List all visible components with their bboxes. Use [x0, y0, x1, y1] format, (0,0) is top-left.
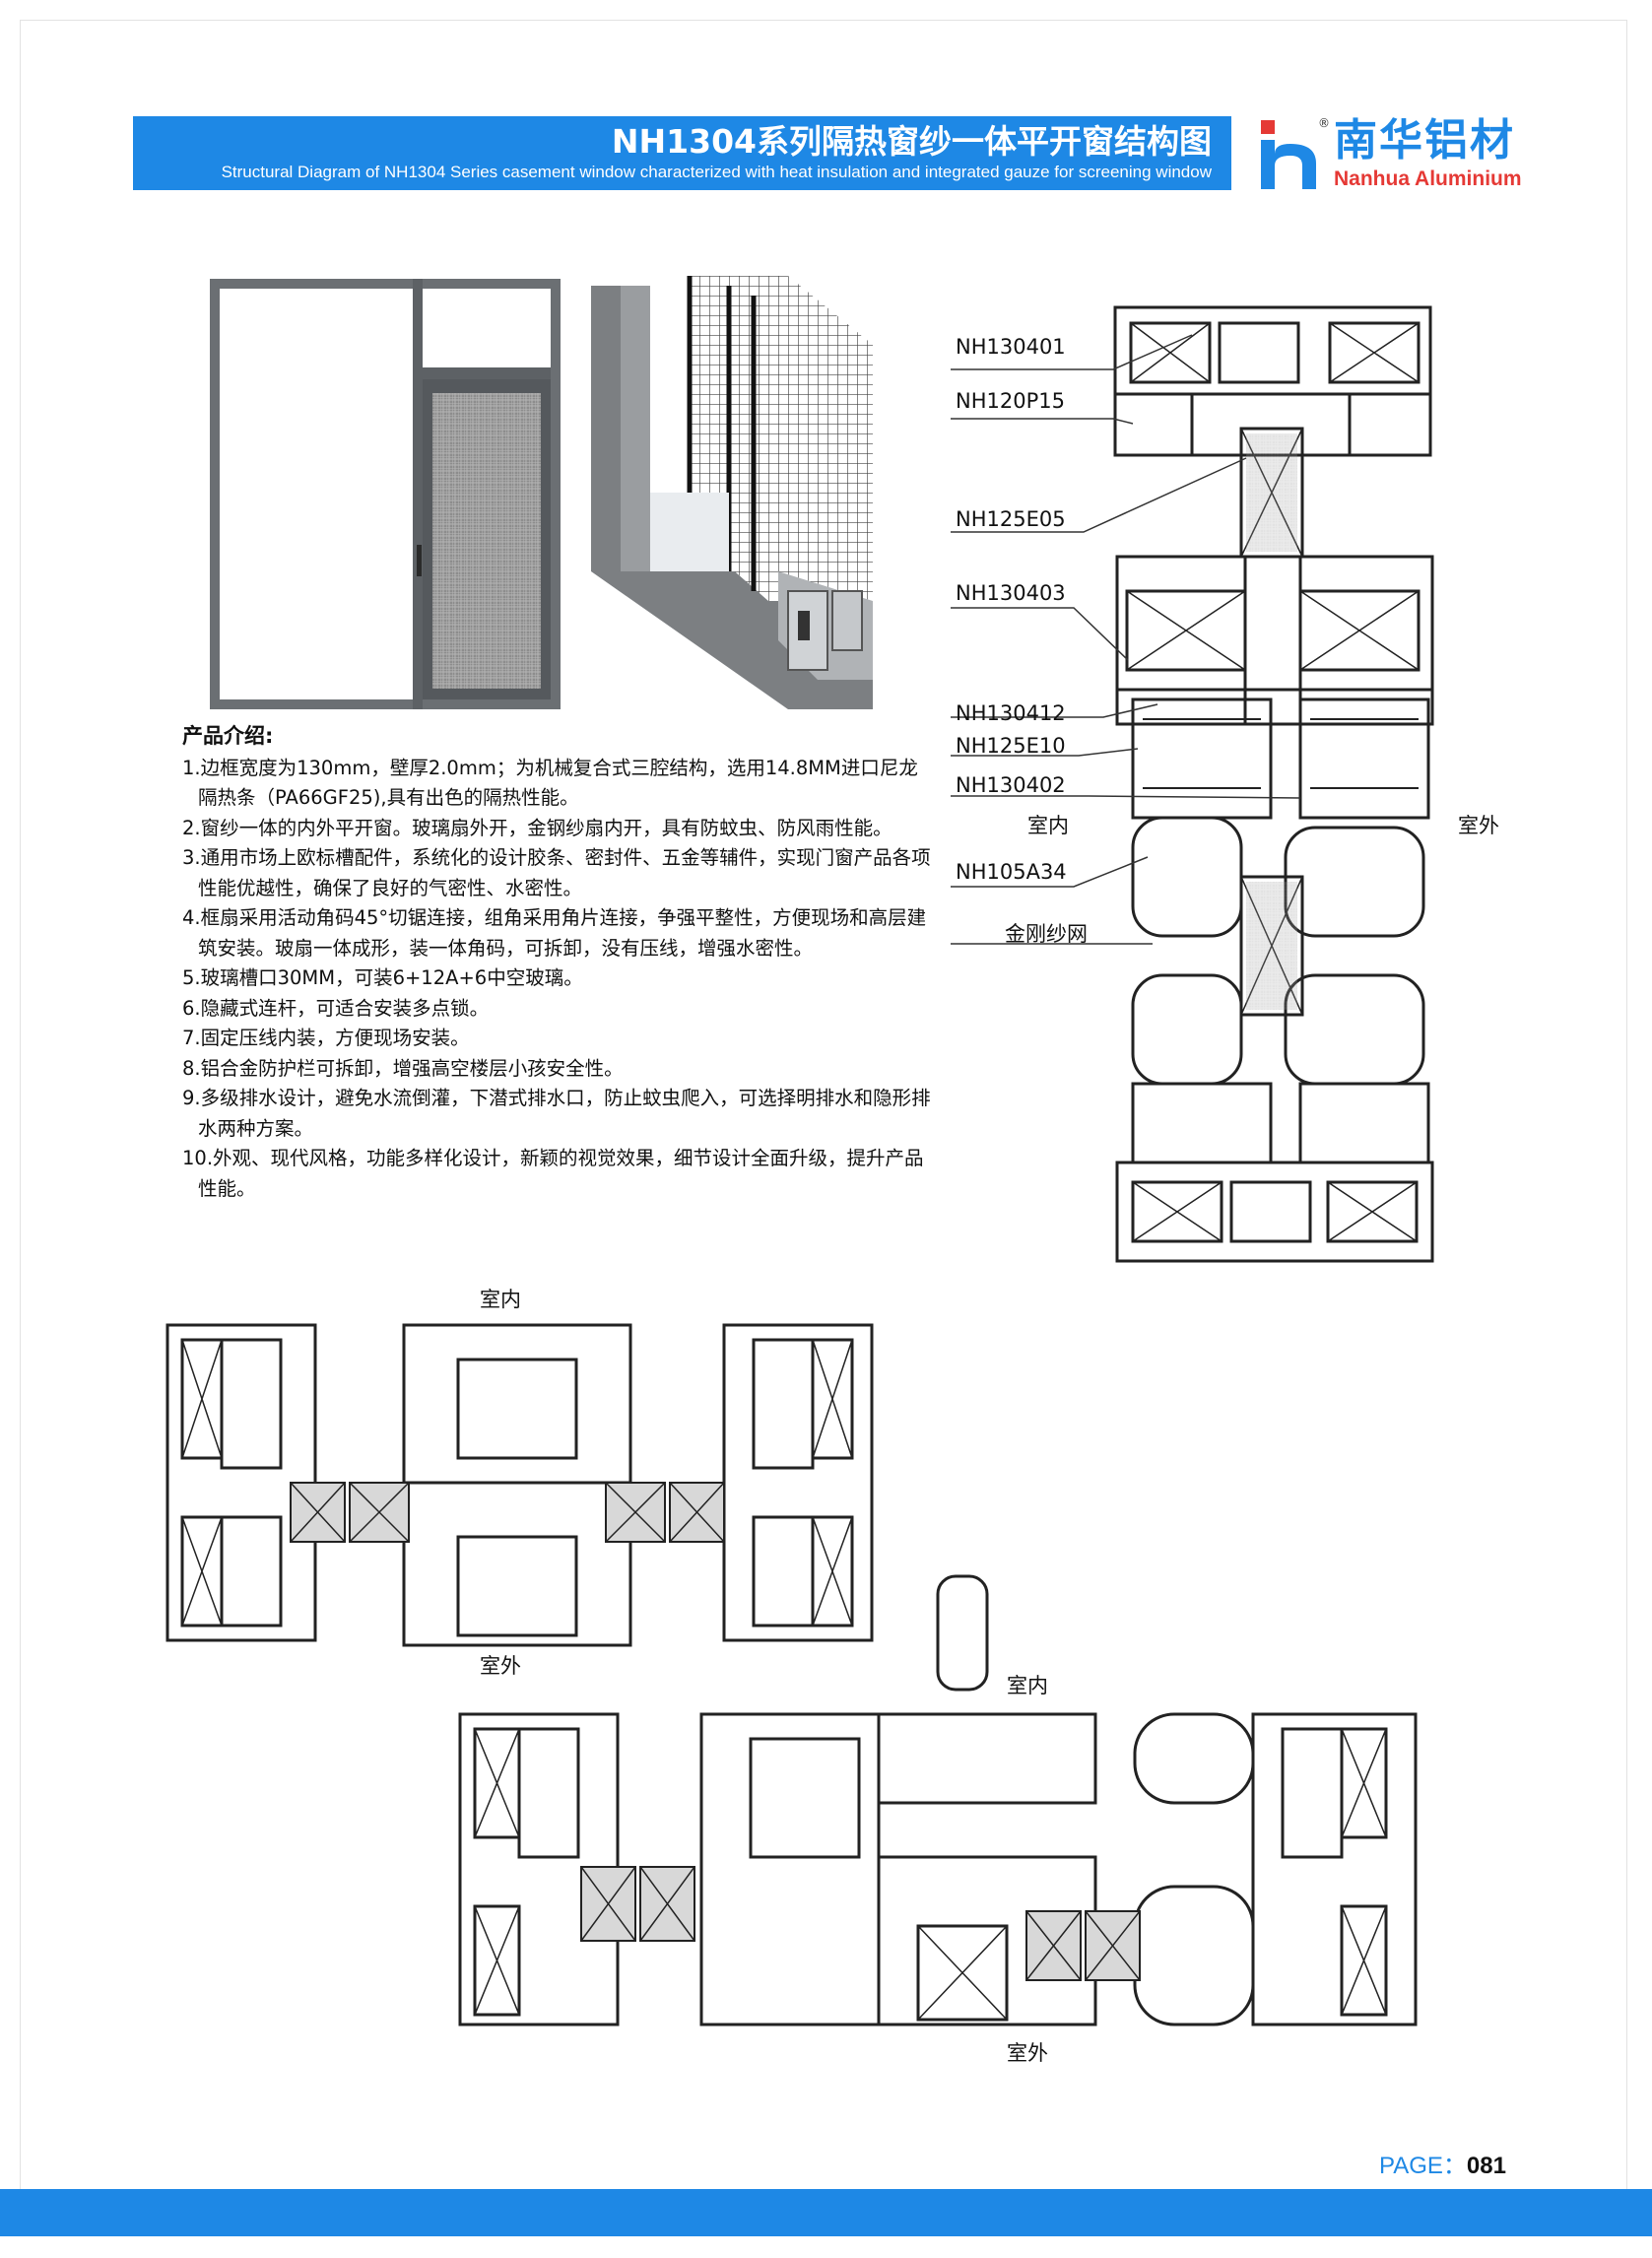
part-label-nh130412: NH130412: [956, 701, 1066, 725]
part-label-nh130401: NH130401: [956, 335, 1066, 359]
intro-item: 7.固定压线内装，方便现场安装。: [182, 1027, 470, 1049]
part-label-nh120p15: NH120P15: [956, 389, 1065, 413]
gauze-label: 金刚纱网: [1005, 922, 1088, 946]
page-subtitle: Structural Diagram of NH1304 Series case…: [221, 163, 1212, 181]
intro-item: 1.边框宽度为130mm，壁厚2.0mm；为机械复合式三腔结构，选用14.8MM…: [182, 756, 918, 810]
part-label-nh105a34: NH105A34: [956, 860, 1067, 884]
outdoor-label-bottom: 室外: [1007, 2041, 1048, 2065]
part-label-nh130403: NH130403: [956, 581, 1066, 605]
title-bar: NH1304系列隔热窗纱一体平开窗结构图 Structural Diagram …: [133, 116, 1231, 190]
page-number: PAGE：081: [1379, 2146, 1506, 2180]
intro-item: 9.多级排水设计，避免水流倒灌，下潜式排水口，防止蚊虫爬入，可选择明排水和隐形排…: [182, 1087, 931, 1140]
page-label: PAGE：: [1379, 2153, 1467, 2179]
footer-bar: [0, 2189, 1652, 2236]
part-label-nh125e10: NH125E10: [956, 734, 1066, 758]
outdoor-label-mid: 室外: [480, 1654, 521, 1678]
intro-item: 3.通用市场上欧标槽配件，系统化的设计胶条、密封件、五金等辅件，实现门窗产品各项…: [182, 846, 931, 899]
intro-item: 5.玻璃槽口30MM，可装6+12A+6中空玻璃。: [182, 966, 583, 989]
indoor-label-mid: 室内: [480, 1288, 521, 1311]
intro-item: 2.窗纱一体的内外平开窗。玻璃扇外开，金钢纱扇内开，具有防蚊虫、防风雨性能。: [182, 816, 892, 839]
outdoor-label-vertical: 室外: [1458, 814, 1499, 837]
vertical-section-diagram: [1113, 305, 1434, 1263]
logo-mark-icon: [1261, 120, 1316, 189]
corner-section-3d-image: [591, 276, 873, 709]
product-introduction: 产品介绍: 1.边框宽度为130mm，壁厚2.0mm；为机械复合式三腔结构，选用…: [182, 721, 931, 1204]
intro-item: 8.铝合金防护栏可拆卸，增强高空楼层小孩安全性。: [182, 1056, 624, 1080]
window-front-view-image: [210, 279, 561, 709]
registered-mark: ®: [1318, 116, 1330, 130]
brand-name-zh: 南华铝材: [1334, 115, 1515, 166]
horizontal-section-diagram-mid: [165, 1323, 874, 1647]
indoor-label-vertical: 室内: [1027, 814, 1069, 837]
leader-lines: [951, 334, 1301, 945]
brand-name-en: Nanhua Aluminium: [1334, 167, 1522, 190]
part-label-nh130402: NH130402: [956, 773, 1066, 797]
intro-item: 10.外观、现代风格，功能多样化设计，新颖的视觉效果，细节设计全面升级，提升产品…: [182, 1147, 924, 1200]
page-number-value: 081: [1466, 2153, 1506, 2179]
page-title: NH1304系列隔热窗纱一体平开窗结构图: [611, 122, 1212, 161]
intro-item: 6.隐藏式连杆，可适合安装多点锁。: [182, 996, 490, 1020]
intro-title: 产品介绍:: [182, 724, 274, 748]
part-label-nh125e05: NH125E05: [956, 507, 1066, 531]
brand-logo: ® 南华铝材 Nanhua Aluminium: [1261, 116, 1547, 195]
intro-item: 4.框扇采用活动角码45°切锯连接，组角采用角片连接，争强平整性，方便现场和高层…: [182, 906, 927, 960]
horizontal-section-diagram-bottom: [458, 1574, 1418, 2026]
indoor-label-bottom: 室内: [1007, 1674, 1048, 1697]
